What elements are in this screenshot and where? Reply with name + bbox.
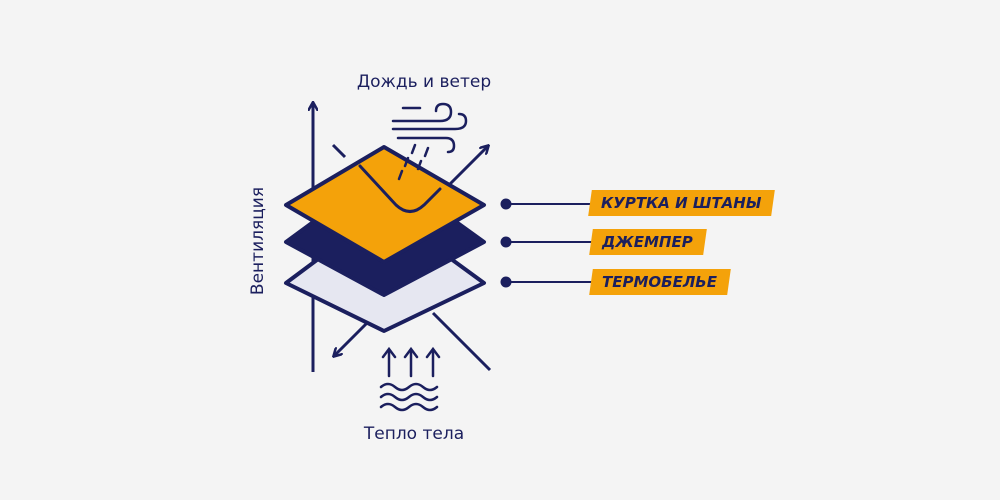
layer-connectors bbox=[502, 200, 593, 287]
layer-tag-jacket-pants: КУРТКА И ШТАНЫ bbox=[588, 190, 775, 216]
body-heat-diagonal-line bbox=[433, 313, 490, 370]
layer-tag-sweater: ДЖЕМПЕР bbox=[589, 229, 706, 255]
layer-tag-label: КУРТКА И ШТАНЫ bbox=[601, 190, 761, 216]
ventilation-label: Вентиляция bbox=[248, 187, 268, 295]
body-heat-label: Тепло тела bbox=[364, 424, 464, 444]
heat-arrows-icon bbox=[383, 349, 439, 376]
layer-tag-label: ТЕРМОБЕЛЬЕ bbox=[602, 269, 717, 295]
rain-wind-diagonal-line bbox=[333, 145, 345, 157]
layer-tag-thermal-underwear: ТЕРМОБЕЛЬЕ bbox=[589, 269, 731, 295]
layer-tag-label: ДЖЕМПЕР bbox=[602, 229, 693, 255]
heat-waves-icon bbox=[381, 384, 437, 410]
rain-wind-label: Дождь и ветер bbox=[357, 72, 491, 92]
